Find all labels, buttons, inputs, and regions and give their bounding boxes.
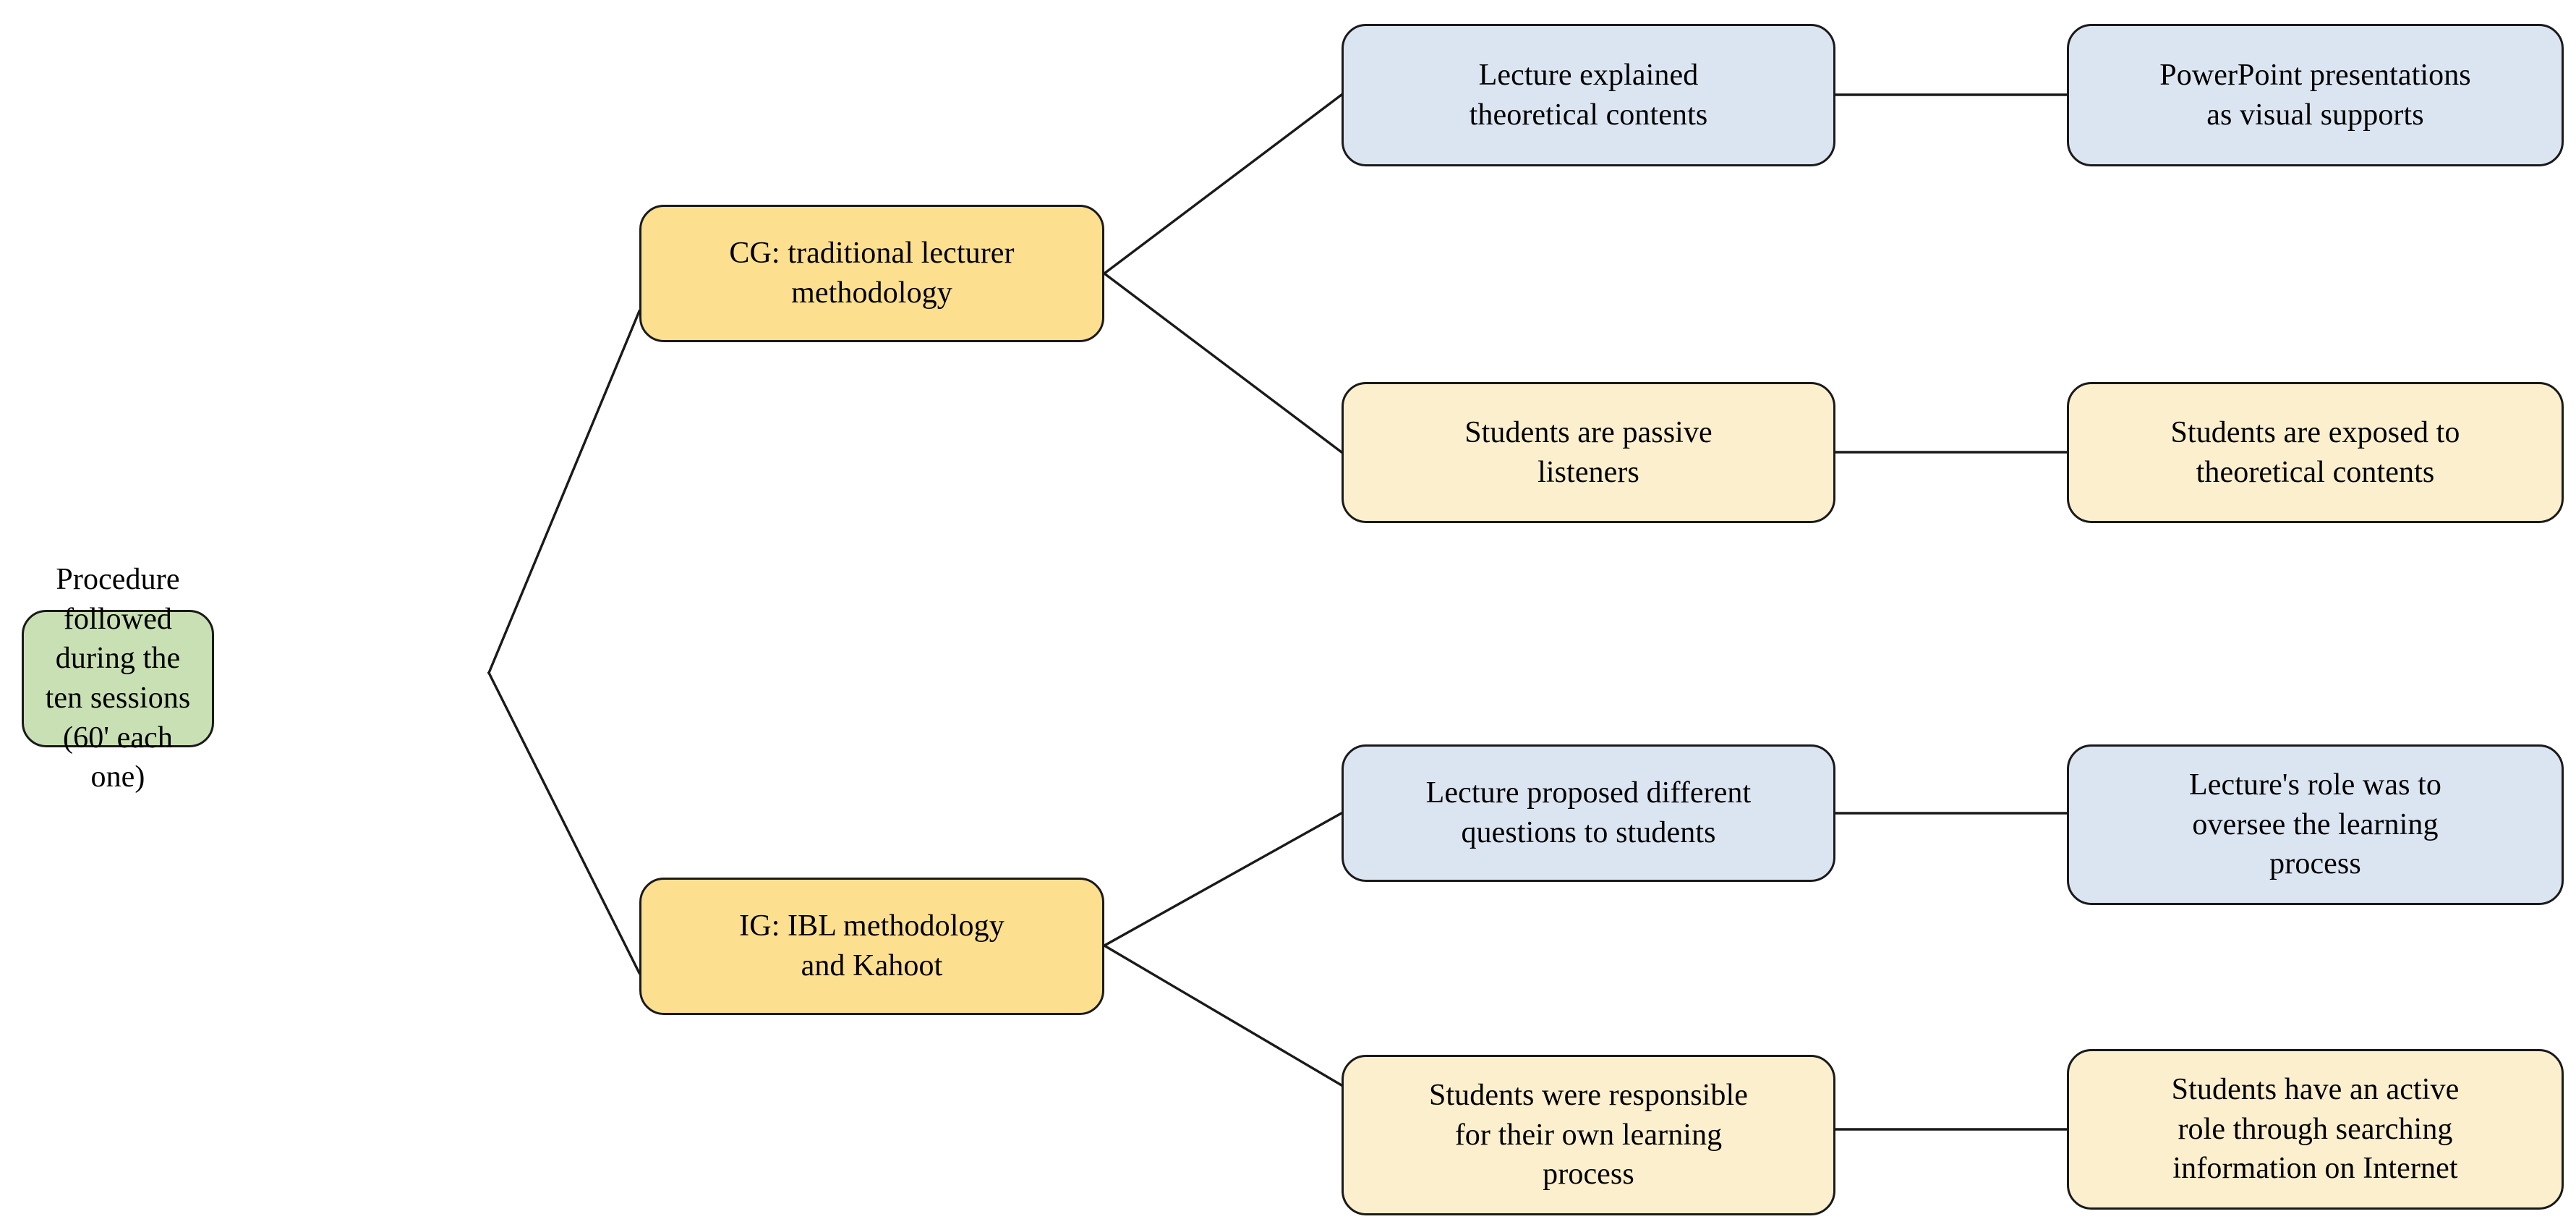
node-students-responsible-own-learning-process[interactable]: Students were responsible for their own …: [1342, 1055, 1835, 1215]
node-ig-b2-label: Students have an active role through sea…: [2171, 1073, 2460, 1186]
edge-ig-to-lecture-proposed: [1102, 811, 1344, 948]
node-cg-a2-label: PowerPoint presentations as visual suppo…: [2159, 58, 2471, 132]
edge-root-to-cg: [487, 309, 641, 675]
node-lecture-role-oversee-learning-process[interactable]: Lecture's role was to oversee the learni…: [2067, 744, 2564, 905]
node-students-exposed-theoretical-contents[interactable]: Students are exposed to theoretical cont…: [2067, 382, 2564, 523]
node-root-label: Procedure followed during the ten sessio…: [45, 563, 191, 794]
node-lecture-proposed-questions-students[interactable]: Lecture proposed different questions to …: [1342, 744, 1835, 882]
edge-ig-to-students-responsible: [1102, 943, 1344, 1087]
node-students-are-passive-listeners[interactable]: Students are passive listeners: [1342, 382, 1835, 523]
node-ig-a1-label: Lecture proposed different questions to …: [1425, 776, 1752, 849]
node-ig-label: IG: IBL methodology and Kahoot: [739, 909, 1005, 982]
node-cg-b1-label: Students are passive listeners: [1464, 415, 1713, 489]
node-ig-b1-label: Students were responsible for their own …: [1428, 1079, 1749, 1192]
node-cg-label: CG: traditional lecturer methodology: [729, 237, 1015, 310]
edge-root-to-ig: [487, 671, 641, 975]
node-powerpoint-presentations-visual-supports[interactable]: PowerPoint presentations as visual suppo…: [2067, 24, 2564, 166]
node-cg-traditional-lecturer[interactable]: CG: traditional lecturer methodology: [639, 205, 1104, 342]
edge-cg-to-lecture-explained: [1102, 93, 1344, 276]
node-cg-a1-label: Lecture explained theoretical contents: [1469, 58, 1708, 132]
node-ig-a2-label: Lecture's role was to oversee the learni…: [2188, 768, 2442, 881]
node-lecture-explained-theoretical-contents[interactable]: Lecture explained theoretical contents: [1342, 24, 1835, 166]
node-students-active-role-searching-internet[interactable]: Students have an active role through sea…: [2067, 1049, 2564, 1210]
edge-cg-to-students-passive: [1102, 271, 1344, 454]
node-cg-b2-label: Students are exposed to theoretical cont…: [2170, 415, 2460, 489]
node-ig-ibl-methodology-kahoot[interactable]: IG: IBL methodology and Kahoot: [639, 878, 1104, 1015]
node-root-procedure[interactable]: Procedure followed during the ten sessio…: [22, 563, 214, 794]
